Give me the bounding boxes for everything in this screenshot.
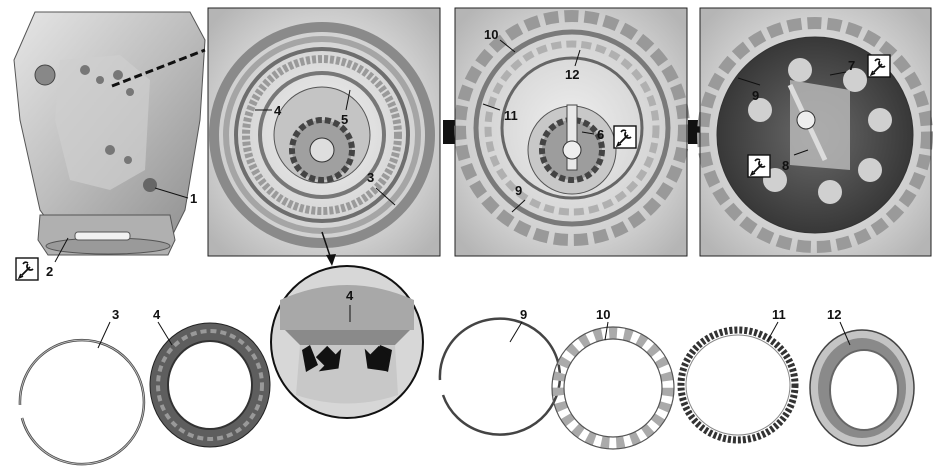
callout-10-panel: 10 <box>484 27 498 42</box>
callout-7: 7 <box>848 58 855 73</box>
callout-9-part: 9 <box>520 307 527 322</box>
callout-9-panel: 9 <box>752 88 759 103</box>
part-11-wave-ring <box>677 326 799 444</box>
callout-11-panel: 11 <box>504 108 518 123</box>
photo-panel-3 <box>697 7 933 257</box>
special-tool-icon <box>747 154 771 178</box>
part-12-piston <box>809 329 915 447</box>
callout-4-detail: 4 <box>346 288 354 303</box>
callout-3-panel: 3 <box>367 170 374 185</box>
transmission-housing <box>13 11 206 256</box>
callout-12-panel: 12 <box>565 67 579 82</box>
part-10-spring-ring <box>551 326 675 450</box>
callout-8: 8 <box>782 158 789 173</box>
callout-6: 6 <box>597 127 604 142</box>
part-3-snap-ring <box>18 338 146 466</box>
special-tool-icon <box>867 54 891 78</box>
callout-4-part: 4 <box>153 307 161 322</box>
callout-2: 2 <box>46 264 53 279</box>
special-tool-icon <box>15 257 39 281</box>
callout-10-part: 10 <box>596 307 610 322</box>
callout-1: 1 <box>190 191 197 206</box>
arrow-icon <box>364 345 391 372</box>
callout-4-panel: 4 <box>274 103 282 118</box>
callout-11-part: 11 <box>772 307 786 322</box>
part-9-snap-ring <box>438 317 562 436</box>
callout-12-part: 12 <box>827 307 841 322</box>
photo-panel-1 <box>207 7 441 257</box>
callout-9-panel: 9 <box>515 183 522 198</box>
part-4-clutch-disc <box>149 322 271 448</box>
arrow-icon <box>315 345 342 372</box>
callout-3-part: 3 <box>112 307 119 322</box>
callout-5: 5 <box>341 112 348 127</box>
special-tool-icon <box>613 125 637 149</box>
photo-panel-2 <box>454 7 690 257</box>
